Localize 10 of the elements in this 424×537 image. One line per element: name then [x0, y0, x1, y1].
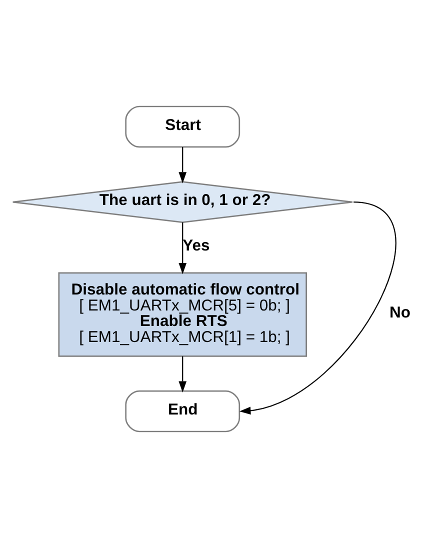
node-box: Start	[125, 105, 240, 148]
edge-label: Yes	[182, 237, 210, 254]
node-diamond: The uart is in 0, 1 or 2?	[12, 180, 354, 222]
node-box: End	[125, 390, 240, 432]
arrow	[239, 201, 396, 414]
node-box: Disable automatic flow control [ EM1_UARTx_MCR[5] = 0b; ] Enable RTS [ EM1_UARTx_MCR[1] = 1b; ]	[58, 272, 307, 356]
edge-label: No	[390, 304, 411, 322]
arrow	[178, 146, 187, 183]
arrow	[178, 222, 187, 274]
arrow	[178, 356, 187, 392]
